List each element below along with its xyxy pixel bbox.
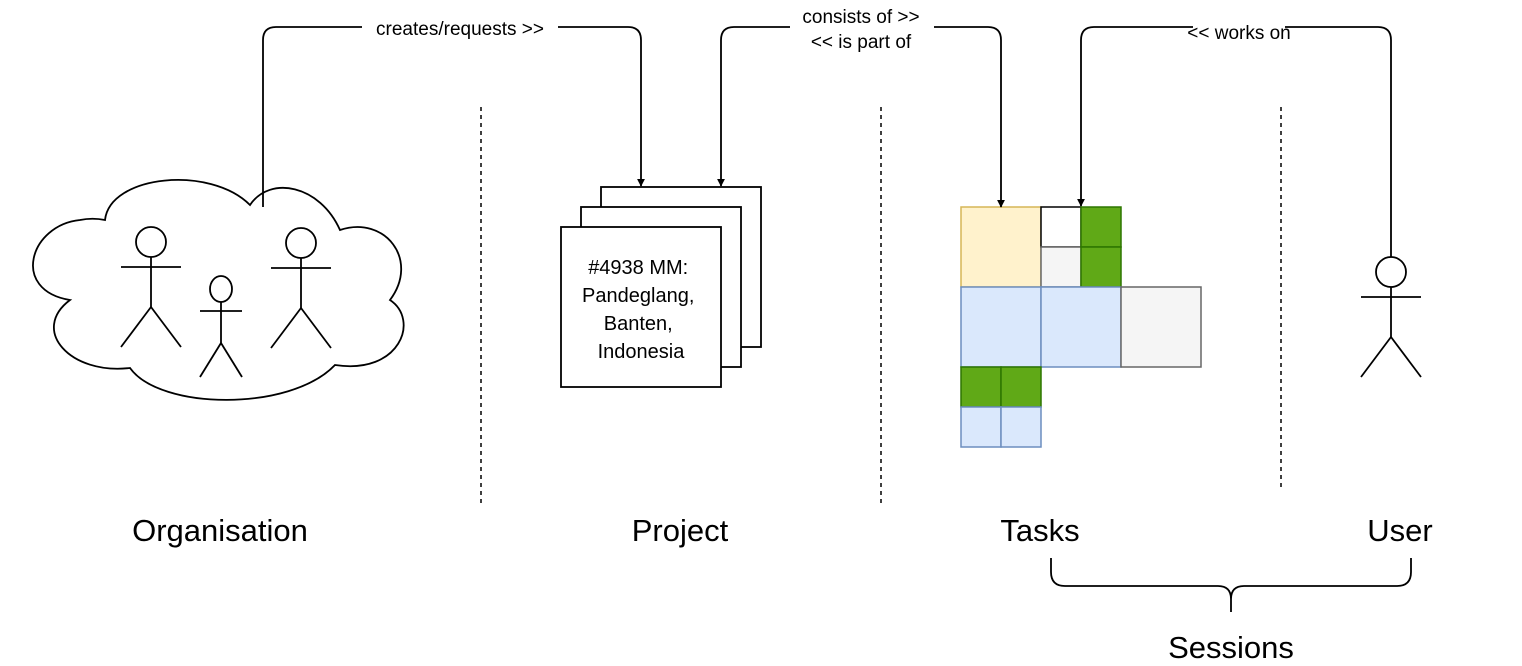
edge-label-creates-requests: creates/requests >>: [376, 19, 544, 40]
svg-text:#4938 MM: Pandeglang,: #4938 MM: Pandeglang, Banten, Indonesia: [582, 257, 700, 363]
task-cell: [1040, 206, 1082, 248]
project-card-line: Pandeglang,: [582, 285, 694, 307]
project-card-line: Banten,: [604, 313, 673, 335]
edge-label-is-part-of: << is part of: [811, 32, 912, 53]
person-icon: [120, 226, 182, 348]
label-tasks: Tasks: [1000, 513, 1079, 548]
person-icon: [199, 275, 243, 378]
project-card-line: Indonesia: [598, 341, 686, 363]
project-stack: #4938 MM: Pandeglang, Banten, Indonesia: [560, 186, 762, 388]
task-cell: [960, 206, 1042, 288]
task-cell: [960, 286, 1042, 368]
label-sessions: Sessions: [1168, 630, 1294, 665]
edge-org-to-project: [262, 26, 645, 207]
task-cell: [1120, 286, 1202, 368]
sessions-brace: [1050, 558, 1412, 612]
task-cell: [1080, 206, 1122, 248]
task-grid: [960, 206, 1202, 448]
user-icon: [1360, 256, 1422, 378]
task-cell: [1000, 366, 1042, 408]
label-organisation: Organisation: [132, 513, 308, 548]
edge-user-to-tasks: [1077, 26, 1392, 257]
task-cell: [960, 366, 1002, 408]
person-icon: [270, 227, 332, 349]
task-cell: [1040, 246, 1082, 288]
edge-label-consists-of: consists of >>: [802, 7, 919, 28]
label-user: User: [1367, 513, 1432, 548]
task-cell: [1040, 286, 1122, 368]
label-project: Project: [632, 513, 729, 548]
task-cell: [1080, 246, 1122, 288]
task-cell: [960, 406, 1002, 448]
task-cell: [1000, 406, 1042, 448]
edge-label-works-on: << works on: [1187, 23, 1291, 44]
project-card-line: #4938 MM:: [588, 257, 688, 279]
